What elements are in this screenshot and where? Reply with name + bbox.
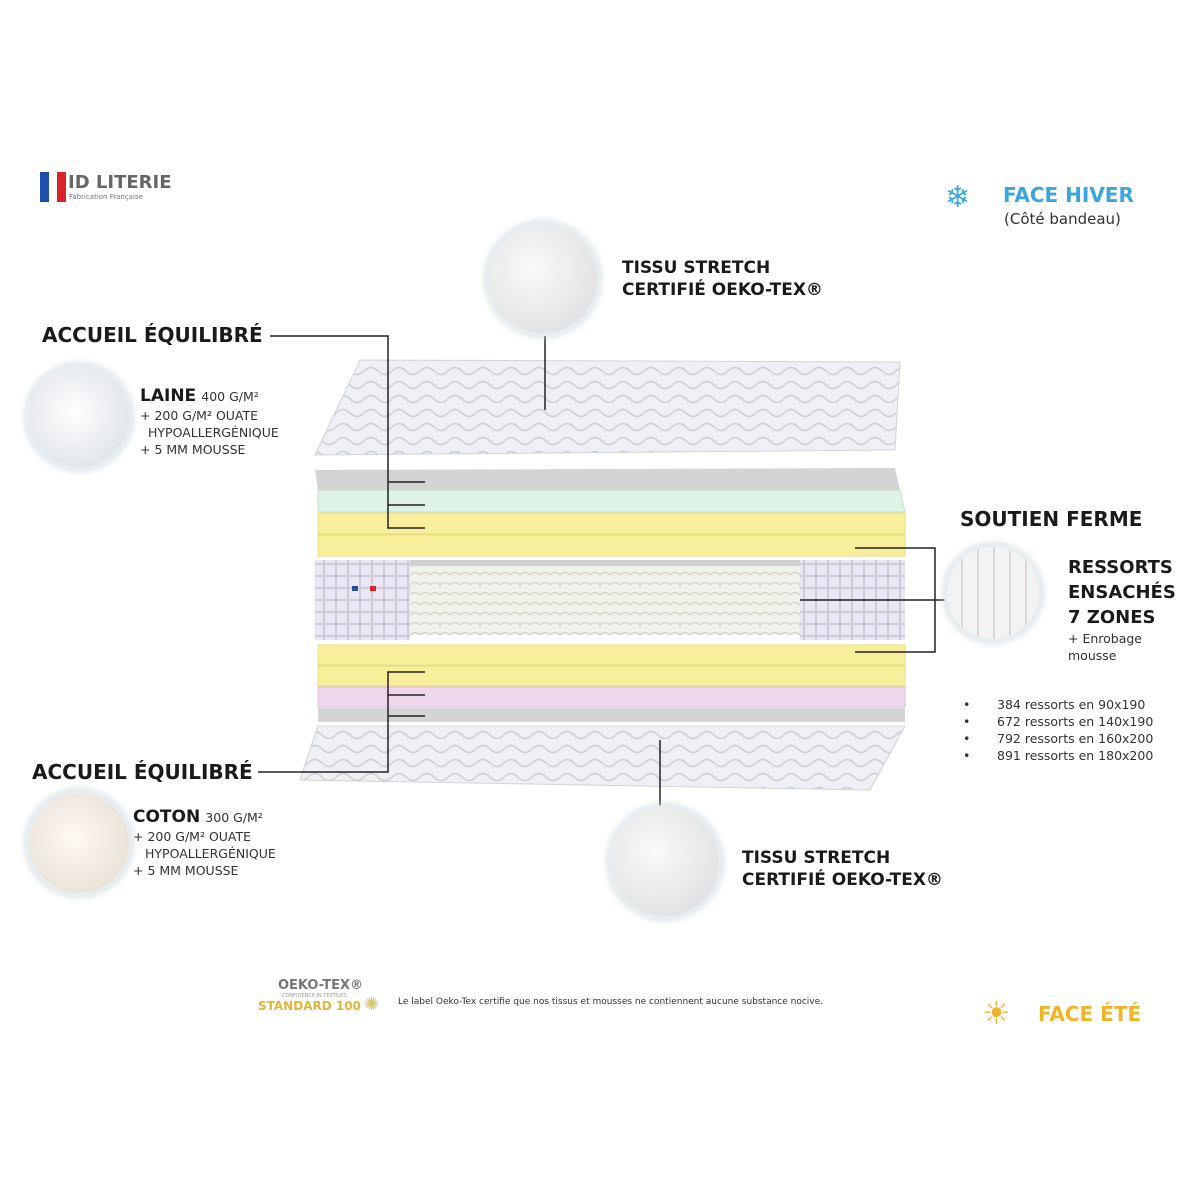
brand-logo: ID LITERIE Fabrication Française [40,172,172,206]
top-quilted-layer [314,359,901,456]
top-grey-layer [315,468,900,490]
wool-image [26,364,132,470]
oekotex-standard: STANDARD 100 [258,999,361,1013]
soutien-detail: + Enrobage [1068,631,1142,646]
bottom-fabric-line1: TISSU STRETCH [742,848,891,868]
spring-count-item: 384 ressorts en 90x190 [955,696,1153,713]
top-yellow-layer-1 [317,512,906,535]
spring-count-item: 672 ressorts en 140x190 [955,713,1153,730]
soutien-line: 7 ZONES [1068,607,1156,628]
detail-line: + 5 MM MOUSSE [133,863,239,878]
bottom-quilted-layer [299,725,906,791]
soutien-detail: mousse [1068,648,1117,663]
spring-core-grey-top [410,560,800,566]
top-green-layer [317,489,906,513]
accueil-bottom-title: ACCUEIL ÉQUILIBRÉ [32,760,253,784]
cotton-image [26,790,132,896]
oekotex-brand: OEKO-TEX® [278,978,363,993]
spring-core-center [410,565,800,635]
top-fabric-label: TISSU STRETCH CERTIFIÉ OEKO-TEX® [622,257,823,301]
sun-icon: ☀ [982,994,1011,1032]
flag-label [352,586,358,591]
top-fabric-line1: TISSU STRETCH [622,258,771,278]
accueil-top-title: ACCUEIL ÉQUILIBRÉ [42,323,263,347]
leader-lines [258,330,945,808]
top-fabric-line2: CERTIFIÉ OEKO-TEX® [622,280,823,300]
brand-name: ID LITERIE [68,172,172,193]
material-name: LAINE [140,386,197,406]
soutien-line: RESSORTS [1068,557,1173,578]
accueil-top-desc: LAINE 400 G/M² + 200 G/M² OUATE HYPOALLE… [140,385,279,458]
detail-line: + 200 G/M² OUATE [133,829,252,844]
soutien-title: SOUTIEN FERME [960,507,1143,531]
detail-line: + 5 MM MOUSSE [140,442,246,457]
bottom-grey-layer [318,708,905,722]
bottom-fabric-image [608,805,722,919]
face-hiver-subtitle: (Côté bandeau) [1004,210,1121,228]
springs-image [944,544,1042,642]
brand-tagline: Fabrication Française [69,193,143,201]
detail-line: HYPOALLERGÉNIQUE [145,846,276,861]
material-name: COTON [133,807,201,827]
spring-count-item: 792 ressorts en 160x200 [955,730,1153,747]
detail-line: + 200 G/M² OUATE [140,408,259,423]
oekotex-flower-icon: ✺ [364,994,380,1015]
snowflake-icon: ❄ [945,180,971,215]
bottom-yellow-layer-2 [317,665,906,687]
face-hiver-title: FACE HIVER [1003,183,1134,207]
oekotex-note: Le label Oeko-Tex certifie que nos tissu… [398,997,824,1007]
spring-count-item: 891 ressorts en 180x200 [955,747,1153,764]
oekotex-tagline: CONFIDENCE IN TEXTILES [282,993,347,999]
bottom-fabric-line2: CERTIFIÉ OEKO-TEX® [742,870,943,890]
spring-core-left [315,560,410,640]
face-ete-title: FACE ÉTÉ [1038,1002,1142,1026]
bottom-fabric-label: TISSU STRETCH CERTIFIÉ OEKO-TEX® [742,847,943,891]
bottom-pink-layer [317,686,906,708]
french-flag-icon [40,172,66,202]
material-weight: 400 G/M² [201,389,259,404]
oekotex-logo: OEKO-TEX® CONFIDENCE IN TEXTILES STANDAR… [258,978,388,1015]
soutien-desc: RESSORTS ENSACHÉS 7 ZONES + Enrobage mou… [1068,555,1176,664]
top-yellow-layer-2 [317,534,906,557]
soutien-line: ENSACHÉS [1068,582,1176,603]
spring-count-list: 384 ressorts en 90x190 672 ressorts en 1… [955,696,1153,764]
material-weight: 300 G/M² [205,810,263,825]
accueil-bottom-desc: COTON 300 G/M² + 200 G/M² OUATE HYPOALLE… [133,806,276,879]
bottom-yellow-layer-1 [317,644,906,666]
detail-line: HYPOALLERGÉNIQUE [148,425,279,440]
top-fabric-image [486,222,600,336]
